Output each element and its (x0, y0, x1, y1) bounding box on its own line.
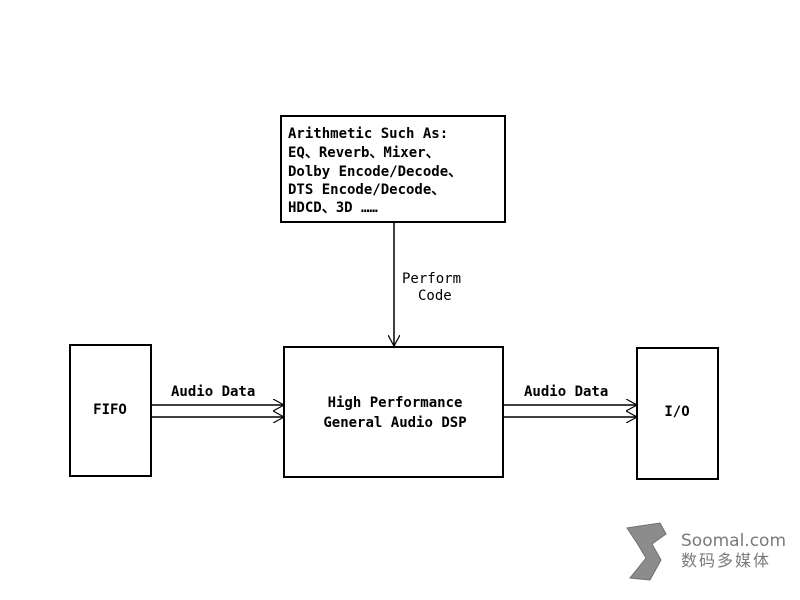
arithmetic-line-4: DTS Encode/Decode、 (288, 182, 445, 198)
watermark-subtitle: 数码多媒体 (681, 551, 771, 570)
arithmetic-line-2: EQ、Reverb、Mixer、 (288, 145, 440, 161)
perform-code-label-2: Code (418, 288, 452, 304)
arithmetic-line-1: Arithmetic Such As: (288, 126, 448, 142)
fifo-to-dsp-arrow: Audio Data (151, 384, 284, 417)
watermark-brand: Soomal.com (681, 531, 786, 551)
dsp-box: High Performance General Audio DSP (283, 346, 504, 478)
perform-code-label-1: Perform (402, 271, 461, 287)
soomal-logo-icon (626, 522, 667, 581)
right-audio-data-label: Audio Data (524, 384, 608, 400)
arithmetic-line-3: Dolby Encode/Decode、 (288, 164, 462, 180)
io-box: I/O (636, 347, 719, 480)
fifo-label: FIFO (93, 402, 127, 418)
left-audio-data-label: Audio Data (171, 384, 255, 400)
perform-code-arrow: Perform Code (394, 222, 461, 346)
fifo-box: FIFO (69, 344, 152, 477)
arithmetic-box: Arithmetic Such As: EQ、Reverb、Mixer、 Dol… (280, 115, 506, 223)
dsp-label-1: High Performance (328, 395, 463, 411)
io-label: I/O (664, 404, 689, 420)
dsp-label-2: General Audio DSP (323, 415, 466, 431)
dsp-to-io-arrow: Audio Data (503, 384, 637, 417)
arithmetic-line-5: HDCD、3D …… (288, 200, 378, 216)
soomal-watermark: Soomal.com 数码多媒体 (626, 522, 786, 581)
